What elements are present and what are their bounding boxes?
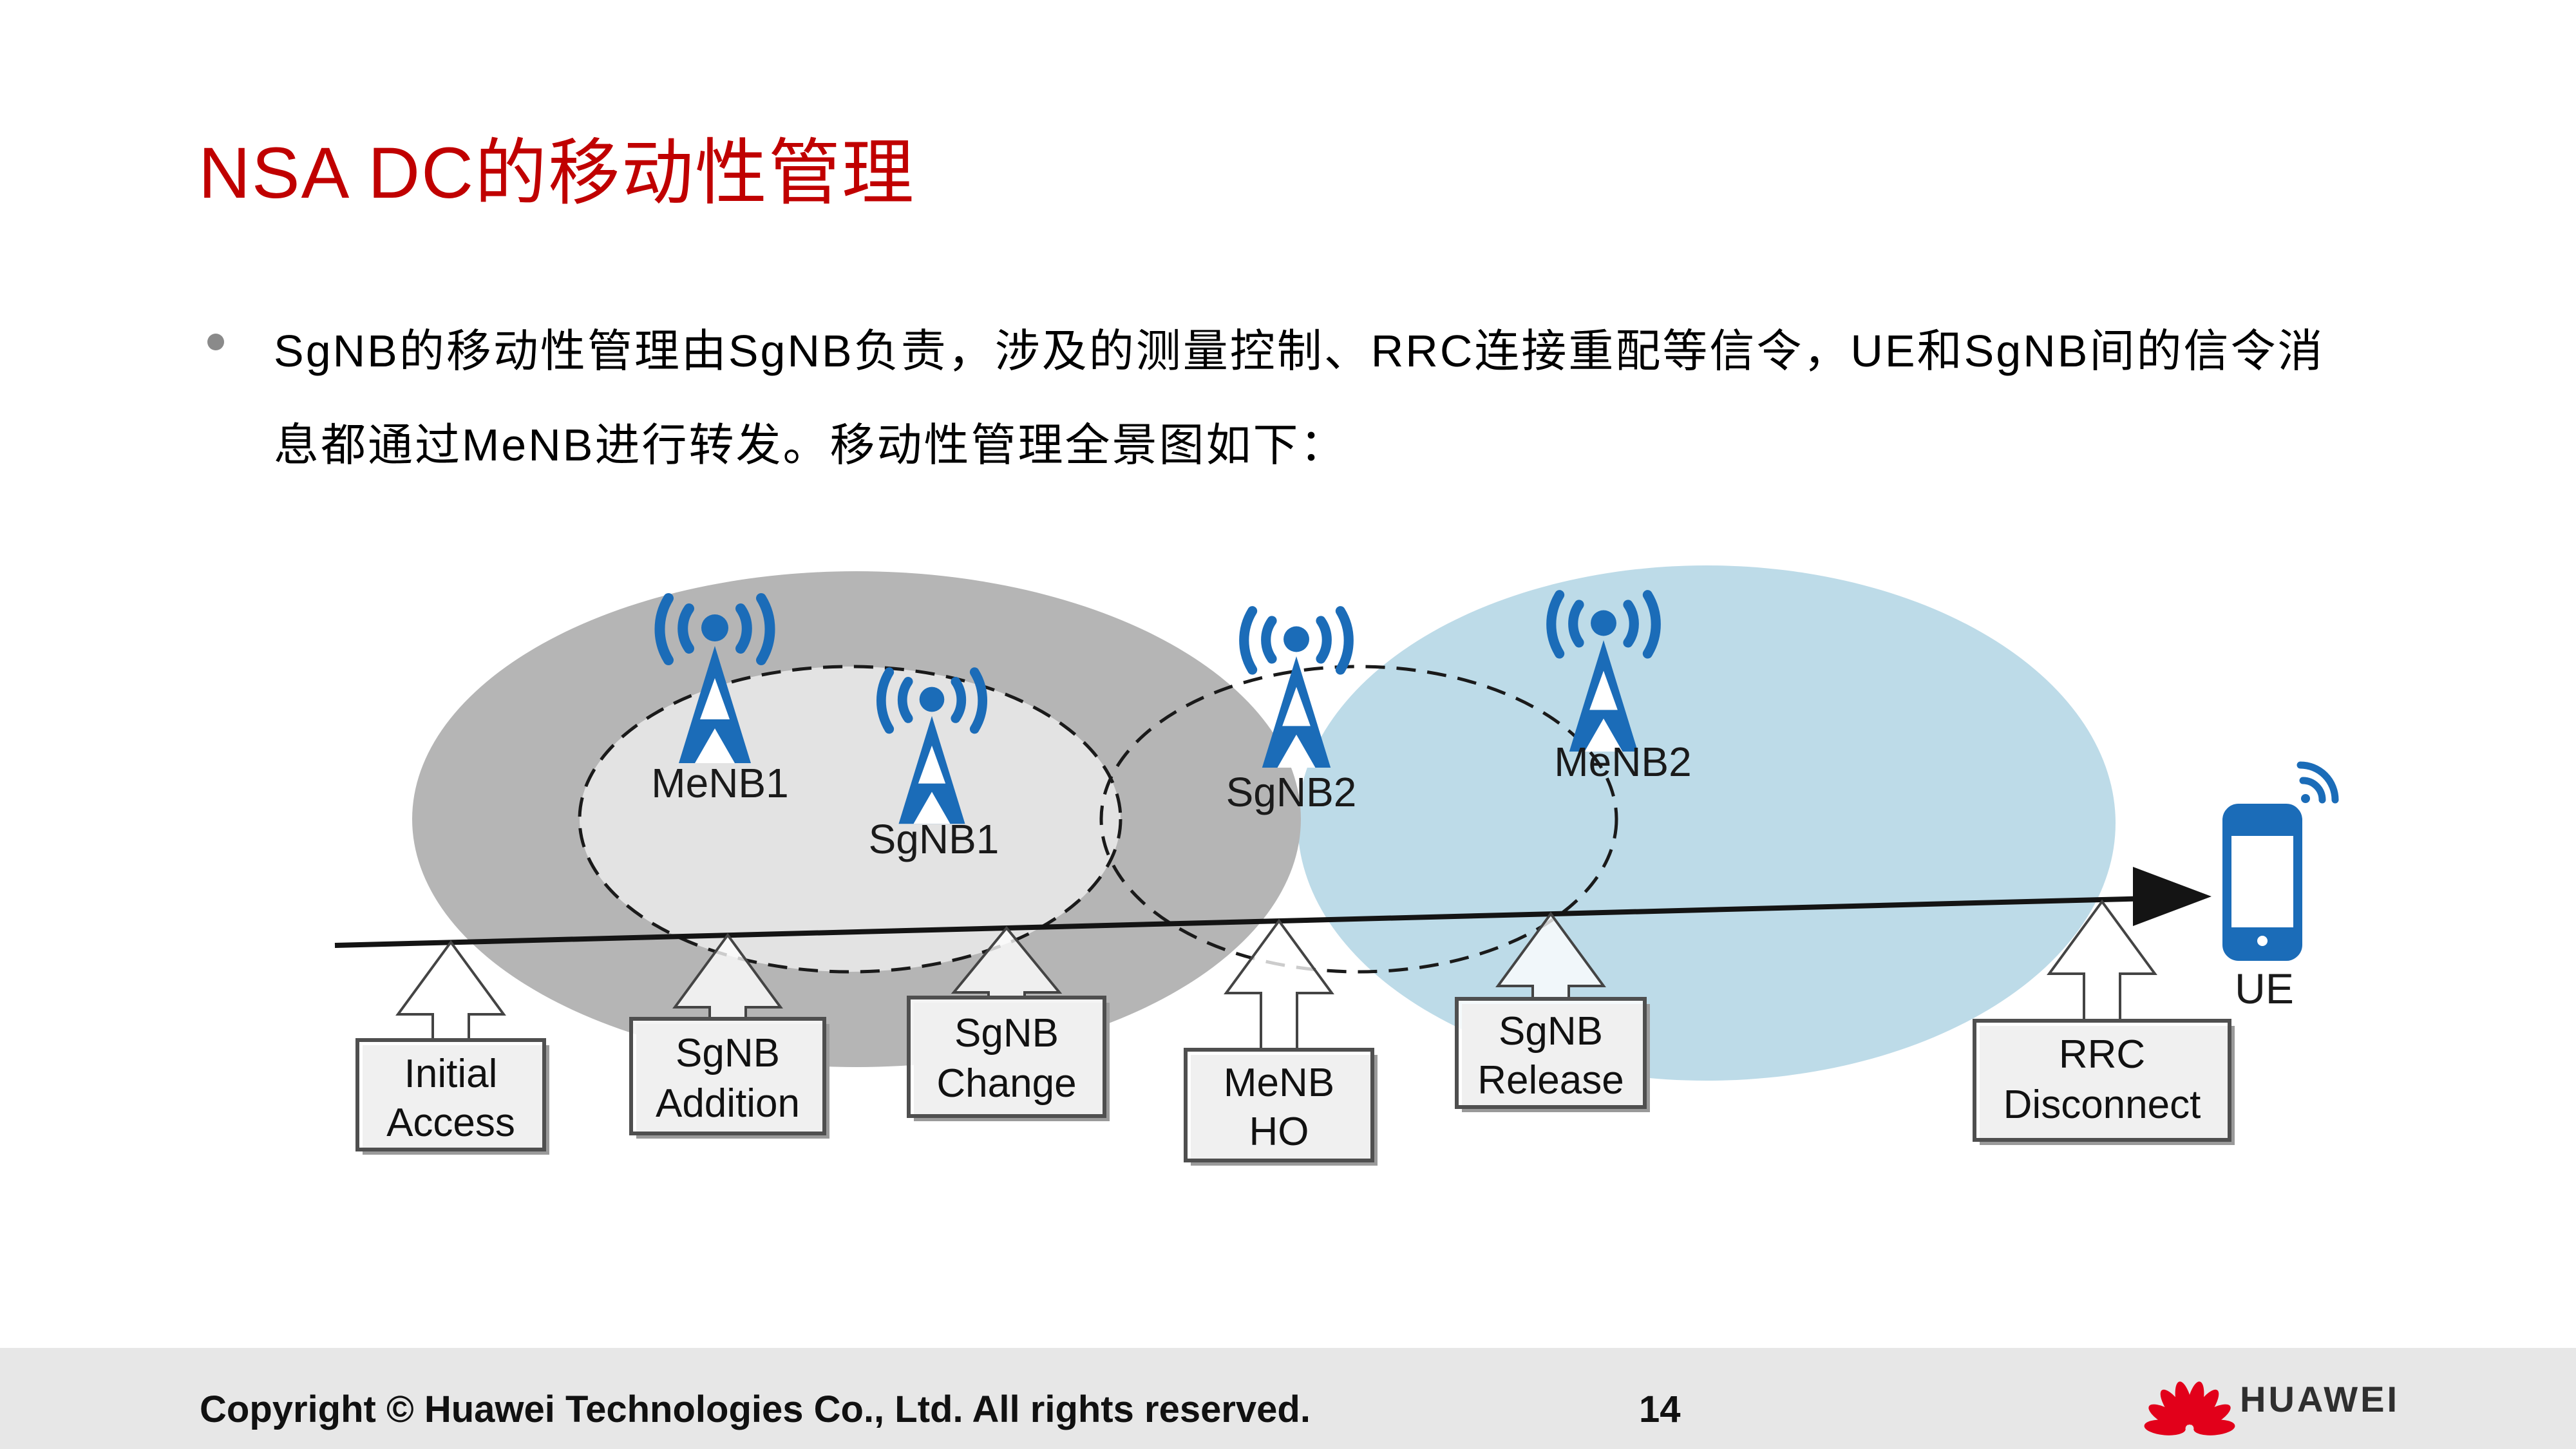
sgnb1-label: SgNB1 bbox=[869, 816, 999, 862]
sgnb2-tower-icon bbox=[1244, 611, 1349, 768]
bullet-icon bbox=[207, 334, 224, 350]
ue-signal-arc bbox=[2297, 761, 2339, 804]
coverage-area-gray bbox=[412, 571, 1301, 1067]
ue-signal-dot bbox=[2301, 794, 2310, 803]
callout-arrow bbox=[395, 940, 506, 1041]
callout-sgnb-change: SgNB Change bbox=[907, 925, 1110, 1121]
callout-text: HO bbox=[1249, 1110, 1309, 1154]
callout-box bbox=[1184, 1048, 1374, 1162]
callout-arrow bbox=[672, 933, 783, 1020]
callout-sgnb-release: SgNB Release bbox=[1455, 911, 1650, 1112]
callout-sgnb-addition: SgNB Addition bbox=[629, 933, 829, 1139]
ue-label: UE bbox=[2235, 965, 2294, 1012]
callout-text: SgNB bbox=[954, 1011, 1059, 1056]
sgnb1-tower-icon bbox=[881, 672, 982, 824]
ue-trajectory-arrowhead bbox=[2133, 867, 2211, 926]
sgnb2-label: SgNB2 bbox=[1226, 769, 1357, 815]
ue-signal-arc bbox=[2299, 777, 2326, 804]
callout-box bbox=[1973, 1019, 2231, 1142]
menb1-label: MeNB1 bbox=[651, 760, 788, 806]
callout-text: Initial bbox=[404, 1052, 498, 1096]
callout-box-shadow bbox=[1980, 1026, 2235, 1145]
callout-arrow bbox=[951, 925, 1063, 999]
cell-boundary-2 bbox=[1099, 665, 1618, 974]
callout-box-shadow bbox=[914, 1003, 1110, 1121]
callout-text: Change bbox=[936, 1061, 1076, 1106]
callout-initial-access: Initial Access bbox=[355, 940, 549, 1155]
callout-box bbox=[1455, 997, 1647, 1109]
callout-text: Addition bbox=[656, 1081, 800, 1126]
footer-copyright: Copyright © Huawei Technologies Co., Ltd… bbox=[200, 1388, 1311, 1430]
bullet-line: SgNB的移动性管理由SgNB负责，涉及的测量控制、RRC连接重配等信令，UE和… bbox=[274, 326, 2325, 376]
callout-box bbox=[907, 996, 1106, 1118]
callout-menb-ho: MeNB HO bbox=[1184, 918, 1378, 1166]
callout-text: Access bbox=[386, 1101, 515, 1145]
callout-box bbox=[355, 1038, 546, 1151]
callout-text: SgNB bbox=[676, 1031, 780, 1075]
bullet-line: 息都通过MeNB进行转发。移动性管理全景图如下： bbox=[274, 420, 1347, 470]
cell-boundary-1 bbox=[578, 665, 1122, 974]
callout-box-shadow bbox=[363, 1045, 549, 1155]
ue-trajectory-line bbox=[334, 896, 2152, 948]
page-number: 14 bbox=[1639, 1388, 1681, 1430]
callout-text: SgNB bbox=[1499, 1009, 1603, 1054]
callout-text: Disconnect bbox=[2003, 1083, 2201, 1127]
ue-phone-icon bbox=[2222, 761, 2339, 961]
callout-text: RRC bbox=[2059, 1032, 2145, 1077]
callout-arrow bbox=[1224, 918, 1334, 1051]
callout-box-shadow bbox=[1191, 1055, 1378, 1166]
callout-arrow bbox=[2047, 899, 2157, 1022]
menb2-label: MeNB2 bbox=[1554, 739, 1691, 785]
callout-arrow bbox=[1495, 911, 1606, 1000]
callout-box bbox=[629, 1017, 826, 1135]
callout-box-shadow bbox=[1462, 1004, 1650, 1112]
callout-box-shadow bbox=[636, 1024, 829, 1139]
menb2-tower-icon bbox=[1551, 595, 1656, 752]
callout-text: MeNB bbox=[1224, 1061, 1334, 1105]
coverage-area-blue bbox=[1298, 565, 2116, 1081]
callout-text: Release bbox=[1477, 1058, 1624, 1103]
page-title: NSA DC的移动性管理 bbox=[198, 133, 915, 213]
bullet-paragraph: SgNB的移动性管理由SgNB负责，涉及的测量控制、RRC连接重配等信令，UE和… bbox=[274, 304, 2324, 492]
menb1-tower-icon bbox=[659, 598, 770, 763]
callout-rrc-disconnect: RRC Disconnect bbox=[1973, 899, 2235, 1145]
